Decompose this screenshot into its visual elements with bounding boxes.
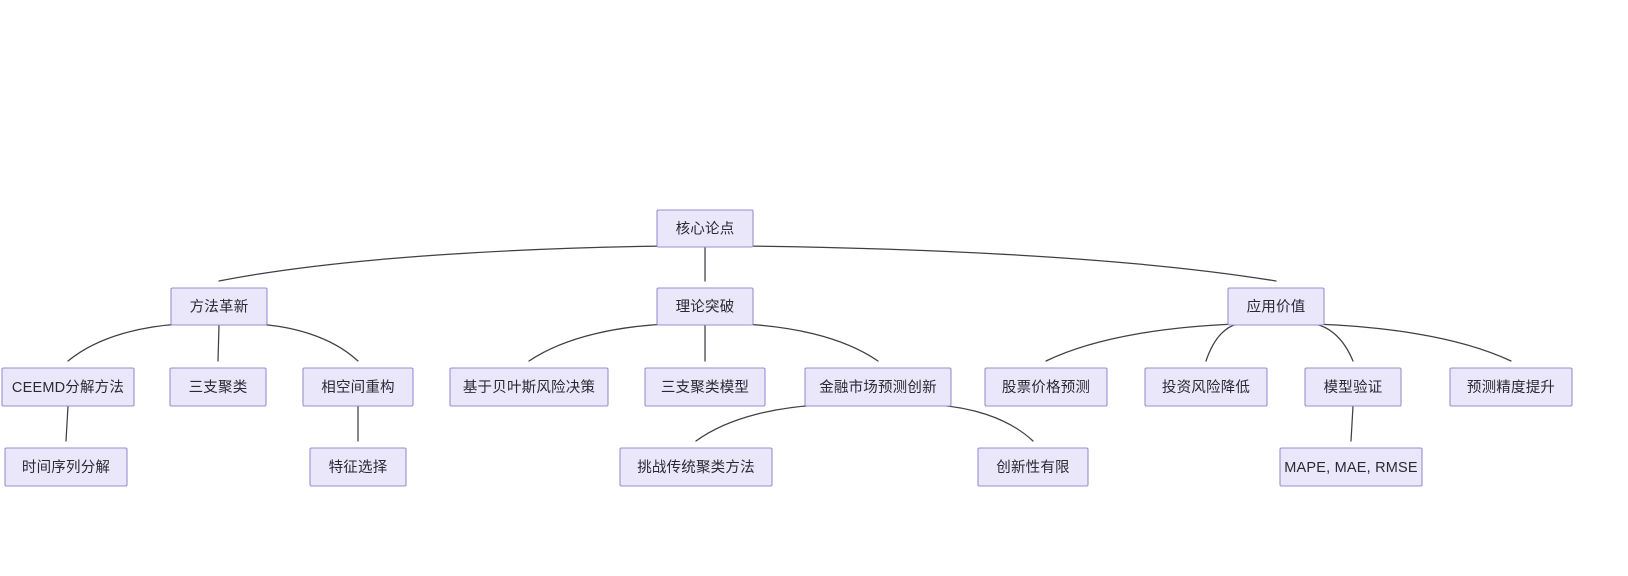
node-label: MAPE, MAE, RMSE bbox=[1284, 460, 1418, 476]
node-label: 方法革新 bbox=[190, 298, 249, 315]
flow-edge bbox=[528, 323, 668, 362]
node-label: 模型验证 bbox=[1324, 379, 1383, 396]
flow-node[interactable]: MAPE, MAE, RMSE bbox=[1279, 447, 1423, 487]
node-box[interactable] bbox=[169, 367, 267, 407]
node-label: 投资风险降低 bbox=[1162, 379, 1250, 396]
node-box[interactable] bbox=[1227, 287, 1325, 326]
node-box[interactable] bbox=[302, 367, 414, 407]
node-box[interactable] bbox=[1304, 367, 1402, 407]
node-box[interactable] bbox=[619, 447, 773, 487]
flow-node[interactable]: CEEMD分解方法 bbox=[1, 367, 135, 407]
node-label: 时间序列分解 bbox=[22, 459, 110, 476]
node-label: 创新性有限 bbox=[996, 459, 1070, 476]
edge-layer bbox=[62, 245, 1515, 457]
node-label: 股票价格预测 bbox=[1002, 379, 1090, 396]
node-label: 金融市场预测创新 bbox=[819, 379, 937, 396]
flow-edge bbox=[742, 323, 879, 362]
node-box[interactable] bbox=[1144, 367, 1268, 407]
flow-node[interactable]: 预测精度提升 bbox=[1449, 367, 1573, 407]
node-label: 三支聚类模型 bbox=[661, 379, 749, 396]
node-box[interactable] bbox=[1279, 447, 1423, 487]
flow-node[interactable]: 核心论点 bbox=[656, 209, 754, 248]
node-label: 核心论点 bbox=[676, 220, 735, 237]
flow-edge bbox=[1313, 323, 1354, 362]
flow-edge bbox=[1313, 323, 1512, 362]
flow-node[interactable]: 方法革新 bbox=[170, 287, 268, 326]
node-box[interactable] bbox=[309, 447, 407, 487]
node-label: 特征选择 bbox=[329, 459, 388, 476]
flow-node[interactable]: 股票价格预测 bbox=[984, 367, 1108, 407]
flow-edge bbox=[65, 405, 69, 442]
flow-node[interactable]: 模型验证 bbox=[1304, 367, 1402, 407]
flow-edge bbox=[256, 323, 359, 362]
node-box[interactable] bbox=[4, 447, 128, 487]
flow-node[interactable]: 理论突破 bbox=[656, 287, 754, 326]
node-label: 基于贝叶斯风险决策 bbox=[463, 379, 596, 396]
node-box[interactable] bbox=[804, 367, 952, 407]
node-label: 预测精度提升 bbox=[1467, 379, 1555, 396]
flow-node[interactable]: 三支聚类模型 bbox=[644, 367, 766, 407]
node-box[interactable] bbox=[984, 367, 1108, 407]
node-label: 挑战传统聚类方法 bbox=[637, 459, 755, 476]
node-label: 三支聚类 bbox=[189, 379, 248, 396]
flow-edge bbox=[1045, 323, 1239, 362]
node-box[interactable] bbox=[656, 287, 754, 326]
flow-node[interactable]: 创新性有限 bbox=[977, 447, 1089, 487]
flow-edge bbox=[67, 323, 182, 362]
flow-edge bbox=[218, 245, 668, 282]
flow-edge bbox=[935, 404, 1034, 442]
node-box[interactable] bbox=[1, 367, 135, 407]
flow-node[interactable]: 基于贝叶斯风险决策 bbox=[449, 367, 609, 407]
flow-node[interactable]: 时间序列分解 bbox=[4, 447, 128, 487]
flow-node[interactable]: 特征选择 bbox=[309, 447, 407, 487]
node-box[interactable] bbox=[1449, 367, 1573, 407]
flow-node[interactable]: 相空间重构 bbox=[302, 367, 414, 407]
flow-edge bbox=[1350, 405, 1354, 442]
node-label: 相空间重构 bbox=[321, 379, 395, 396]
node-box[interactable] bbox=[449, 367, 609, 407]
node-label: CEEMD分解方法 bbox=[12, 379, 124, 396]
flow-edge bbox=[1205, 323, 1239, 362]
node-box[interactable] bbox=[644, 367, 766, 407]
flow-node[interactable]: 投资风险降低 bbox=[1144, 367, 1268, 407]
node-box[interactable] bbox=[977, 447, 1089, 487]
flow-node[interactable]: 挑战传统聚类方法 bbox=[619, 447, 773, 487]
flow-edge bbox=[742, 245, 1277, 282]
node-box[interactable] bbox=[656, 209, 754, 248]
flow-edge bbox=[217, 324, 220, 362]
node-label: 应用价值 bbox=[1247, 297, 1306, 315]
flow-edge bbox=[695, 404, 821, 442]
node-label: 理论突破 bbox=[676, 298, 735, 315]
flow-node[interactable]: 三支聚类 bbox=[169, 367, 267, 407]
node-box[interactable] bbox=[170, 287, 268, 326]
flow-node[interactable]: 金融市场预测创新 bbox=[804, 367, 952, 407]
flow-node[interactable]: 应用价值 bbox=[1227, 287, 1325, 326]
